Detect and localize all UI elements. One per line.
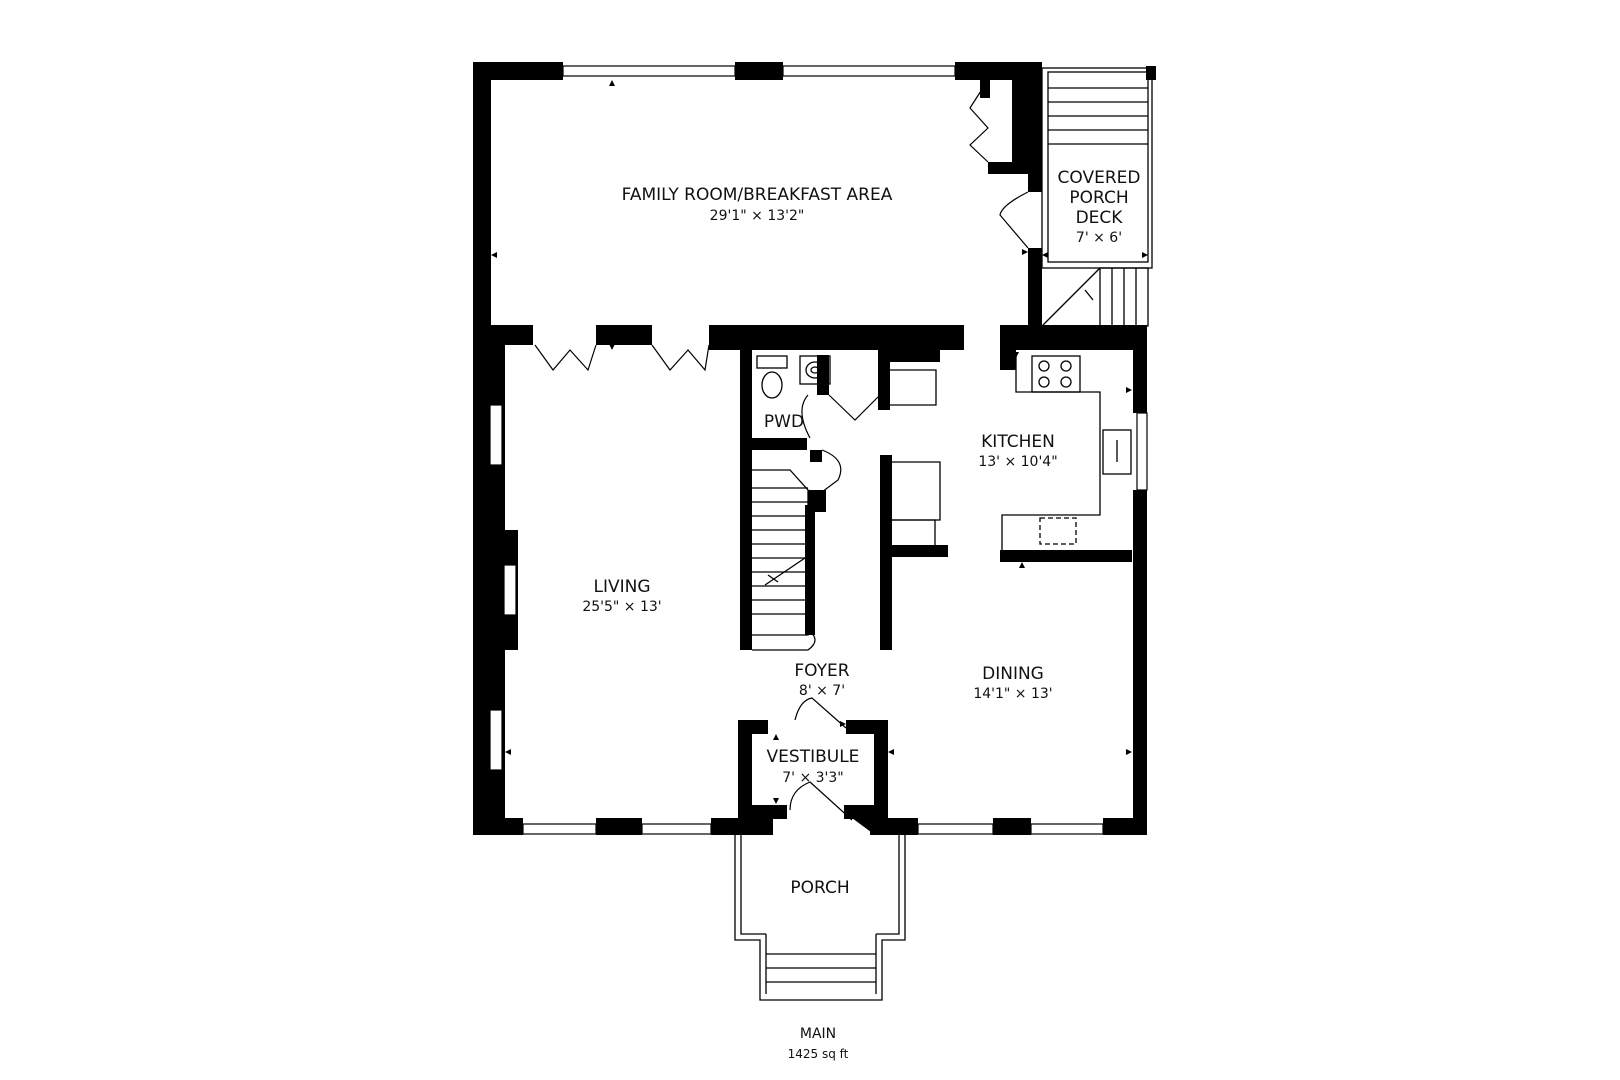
vestibule-name: VESTIBULE [767,747,860,767]
foyer-name: FOYER [794,661,849,681]
dining-name: DINING [982,664,1044,684]
porch-deck-door [999,191,1029,249]
vestibule-walls [733,697,892,835]
family-closet [969,79,1030,174]
porch-deck-name-1: COVERED [1058,168,1141,188]
pwd-fixtures [756,355,831,399]
front-porch [734,835,906,1001]
living-name: LIVING [593,577,650,597]
dining-dim: 14'1" × 13' [973,686,1052,702]
interior-walls [740,325,1132,650]
foyer-dim: 8' × 7' [799,683,845,699]
living-french-doors [534,344,710,372]
kitchen-fixtures [1031,355,1132,545]
vestibule-dim: 7' × 3'3" [782,770,844,786]
floor-area: 1425 sq ft [788,1047,849,1061]
pwd-door [801,394,881,493]
porch-name: PORCH [790,878,849,898]
pwd-name: PWD [764,412,804,432]
kitchen-dim: 13' × 10'4" [978,454,1057,470]
porch-deck-name-2: PORCH [1069,188,1128,208]
main-stairs [752,469,816,651]
living-dim: 25'5" × 13' [582,599,661,615]
porch-deck [1041,66,1156,327]
exterior-walls [473,62,1148,835]
kitchen-name: KITCHEN [981,432,1055,452]
room-labels: FAMILY ROOM/BREAKFAST AREA 29'1" × 13'2"… [582,168,1140,1061]
family-room-dim: 29'1" × 13'2" [710,208,805,224]
dimension-markers [491,80,1148,804]
porch-deck-dim: 7' × 6' [1076,230,1122,246]
family-room-name: FAMILY ROOM/BREAKFAST AREA [622,185,893,205]
porch-deck-name-3: DECK [1076,208,1124,228]
floor-name: MAIN [800,1026,836,1042]
